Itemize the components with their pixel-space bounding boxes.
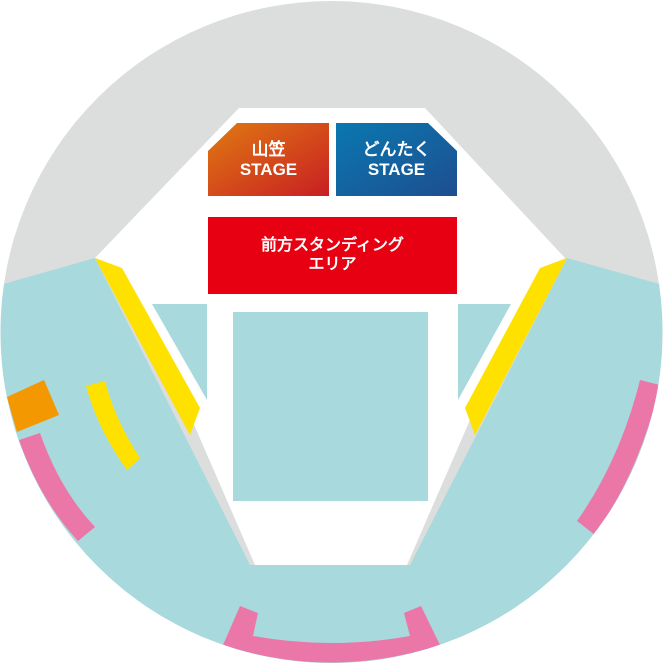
dontaku-stage[interactable] bbox=[336, 123, 457, 196]
left-pink-arc[interactable] bbox=[19, 433, 95, 541]
standing-area[interactable] bbox=[208, 217, 457, 294]
dontaku-stage-label: どんたく STAGE bbox=[336, 123, 457, 196]
center-block[interactable] bbox=[233, 312, 428, 501]
left-small-block[interactable] bbox=[152, 304, 207, 400]
left-yellow-arc[interactable] bbox=[86, 381, 140, 470]
main-seating-area[interactable] bbox=[0, 258, 663, 664]
dontaku-stage-suffix: STAGE bbox=[367, 159, 426, 179]
right-yellow-strip[interactable] bbox=[465, 258, 567, 435]
orange-block[interactable] bbox=[7, 380, 59, 432]
yamakasa-stage-label: 山笠 STAGE bbox=[208, 123, 329, 196]
yamakasa-stage[interactable] bbox=[208, 123, 329, 196]
standing-area-name: 前方スタンディング bbox=[261, 237, 404, 255]
yamakasa-stage-suffix: STAGE bbox=[239, 159, 298, 179]
standing-area-suffix: エリア bbox=[308, 255, 357, 273]
yamakasa-stage-name: 山笠 bbox=[251, 139, 286, 159]
left-yellow-strip[interactable] bbox=[95, 258, 200, 435]
standing-area-label: 前方スタンディング エリア bbox=[208, 217, 457, 294]
right-pink-arc[interactable] bbox=[577, 380, 660, 535]
dontaku-stage-name: どんたく bbox=[362, 139, 431, 159]
right-small-block[interactable] bbox=[458, 304, 511, 400]
bottom-pink-arc[interactable] bbox=[223, 606, 440, 663]
